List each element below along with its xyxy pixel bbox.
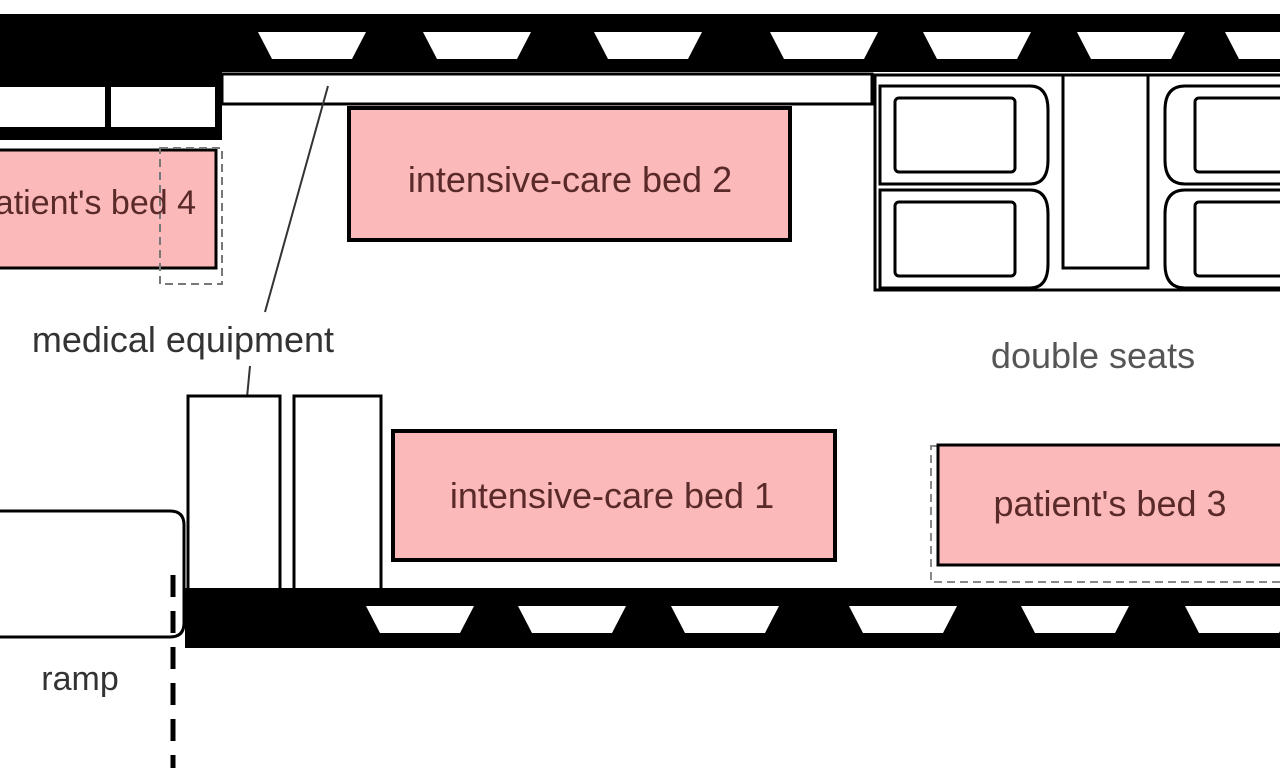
ramp: ramp xyxy=(0,509,186,768)
top-windows xyxy=(258,32,1280,59)
top-left-cabinets xyxy=(0,85,217,129)
patient-bed-4-label: patient's bed 4 xyxy=(0,184,196,222)
window xyxy=(1225,32,1280,59)
window xyxy=(1077,32,1185,59)
window xyxy=(671,606,779,633)
window xyxy=(923,32,1031,59)
window xyxy=(258,32,366,59)
icu-bed-2: intensive-care bed 2 xyxy=(347,106,792,242)
leader-line xyxy=(264,85,329,313)
double-seats xyxy=(873,73,1280,292)
icu-bed-1: intensive-care bed 1 xyxy=(391,429,837,562)
bottom-wall xyxy=(185,588,1280,648)
patient-bed-3: patient's bed 3 xyxy=(930,443,1280,583)
window xyxy=(770,32,878,59)
patient-bed-4: patient's bed 4 xyxy=(0,147,223,285)
icu-bed-2-label: intensive-care bed 2 xyxy=(408,159,732,200)
window xyxy=(1021,606,1129,633)
window xyxy=(1185,606,1280,633)
bottom-windows xyxy=(366,606,1280,633)
window xyxy=(366,606,474,633)
medical-equipment-label: medical equipment xyxy=(32,319,334,360)
window xyxy=(594,32,702,59)
window xyxy=(849,606,957,633)
window xyxy=(518,606,626,633)
equipment-cabinets xyxy=(186,394,383,594)
window xyxy=(423,32,531,59)
ramp-label: ramp xyxy=(41,660,118,698)
icu-bed-1-label: intensive-care bed 1 xyxy=(450,475,774,516)
patient-bed-3-label: patient's bed 3 xyxy=(993,483,1226,524)
wall-shelf xyxy=(220,72,874,106)
top-wall xyxy=(0,14,1280,140)
double-seats-label: double seats xyxy=(991,335,1195,376)
